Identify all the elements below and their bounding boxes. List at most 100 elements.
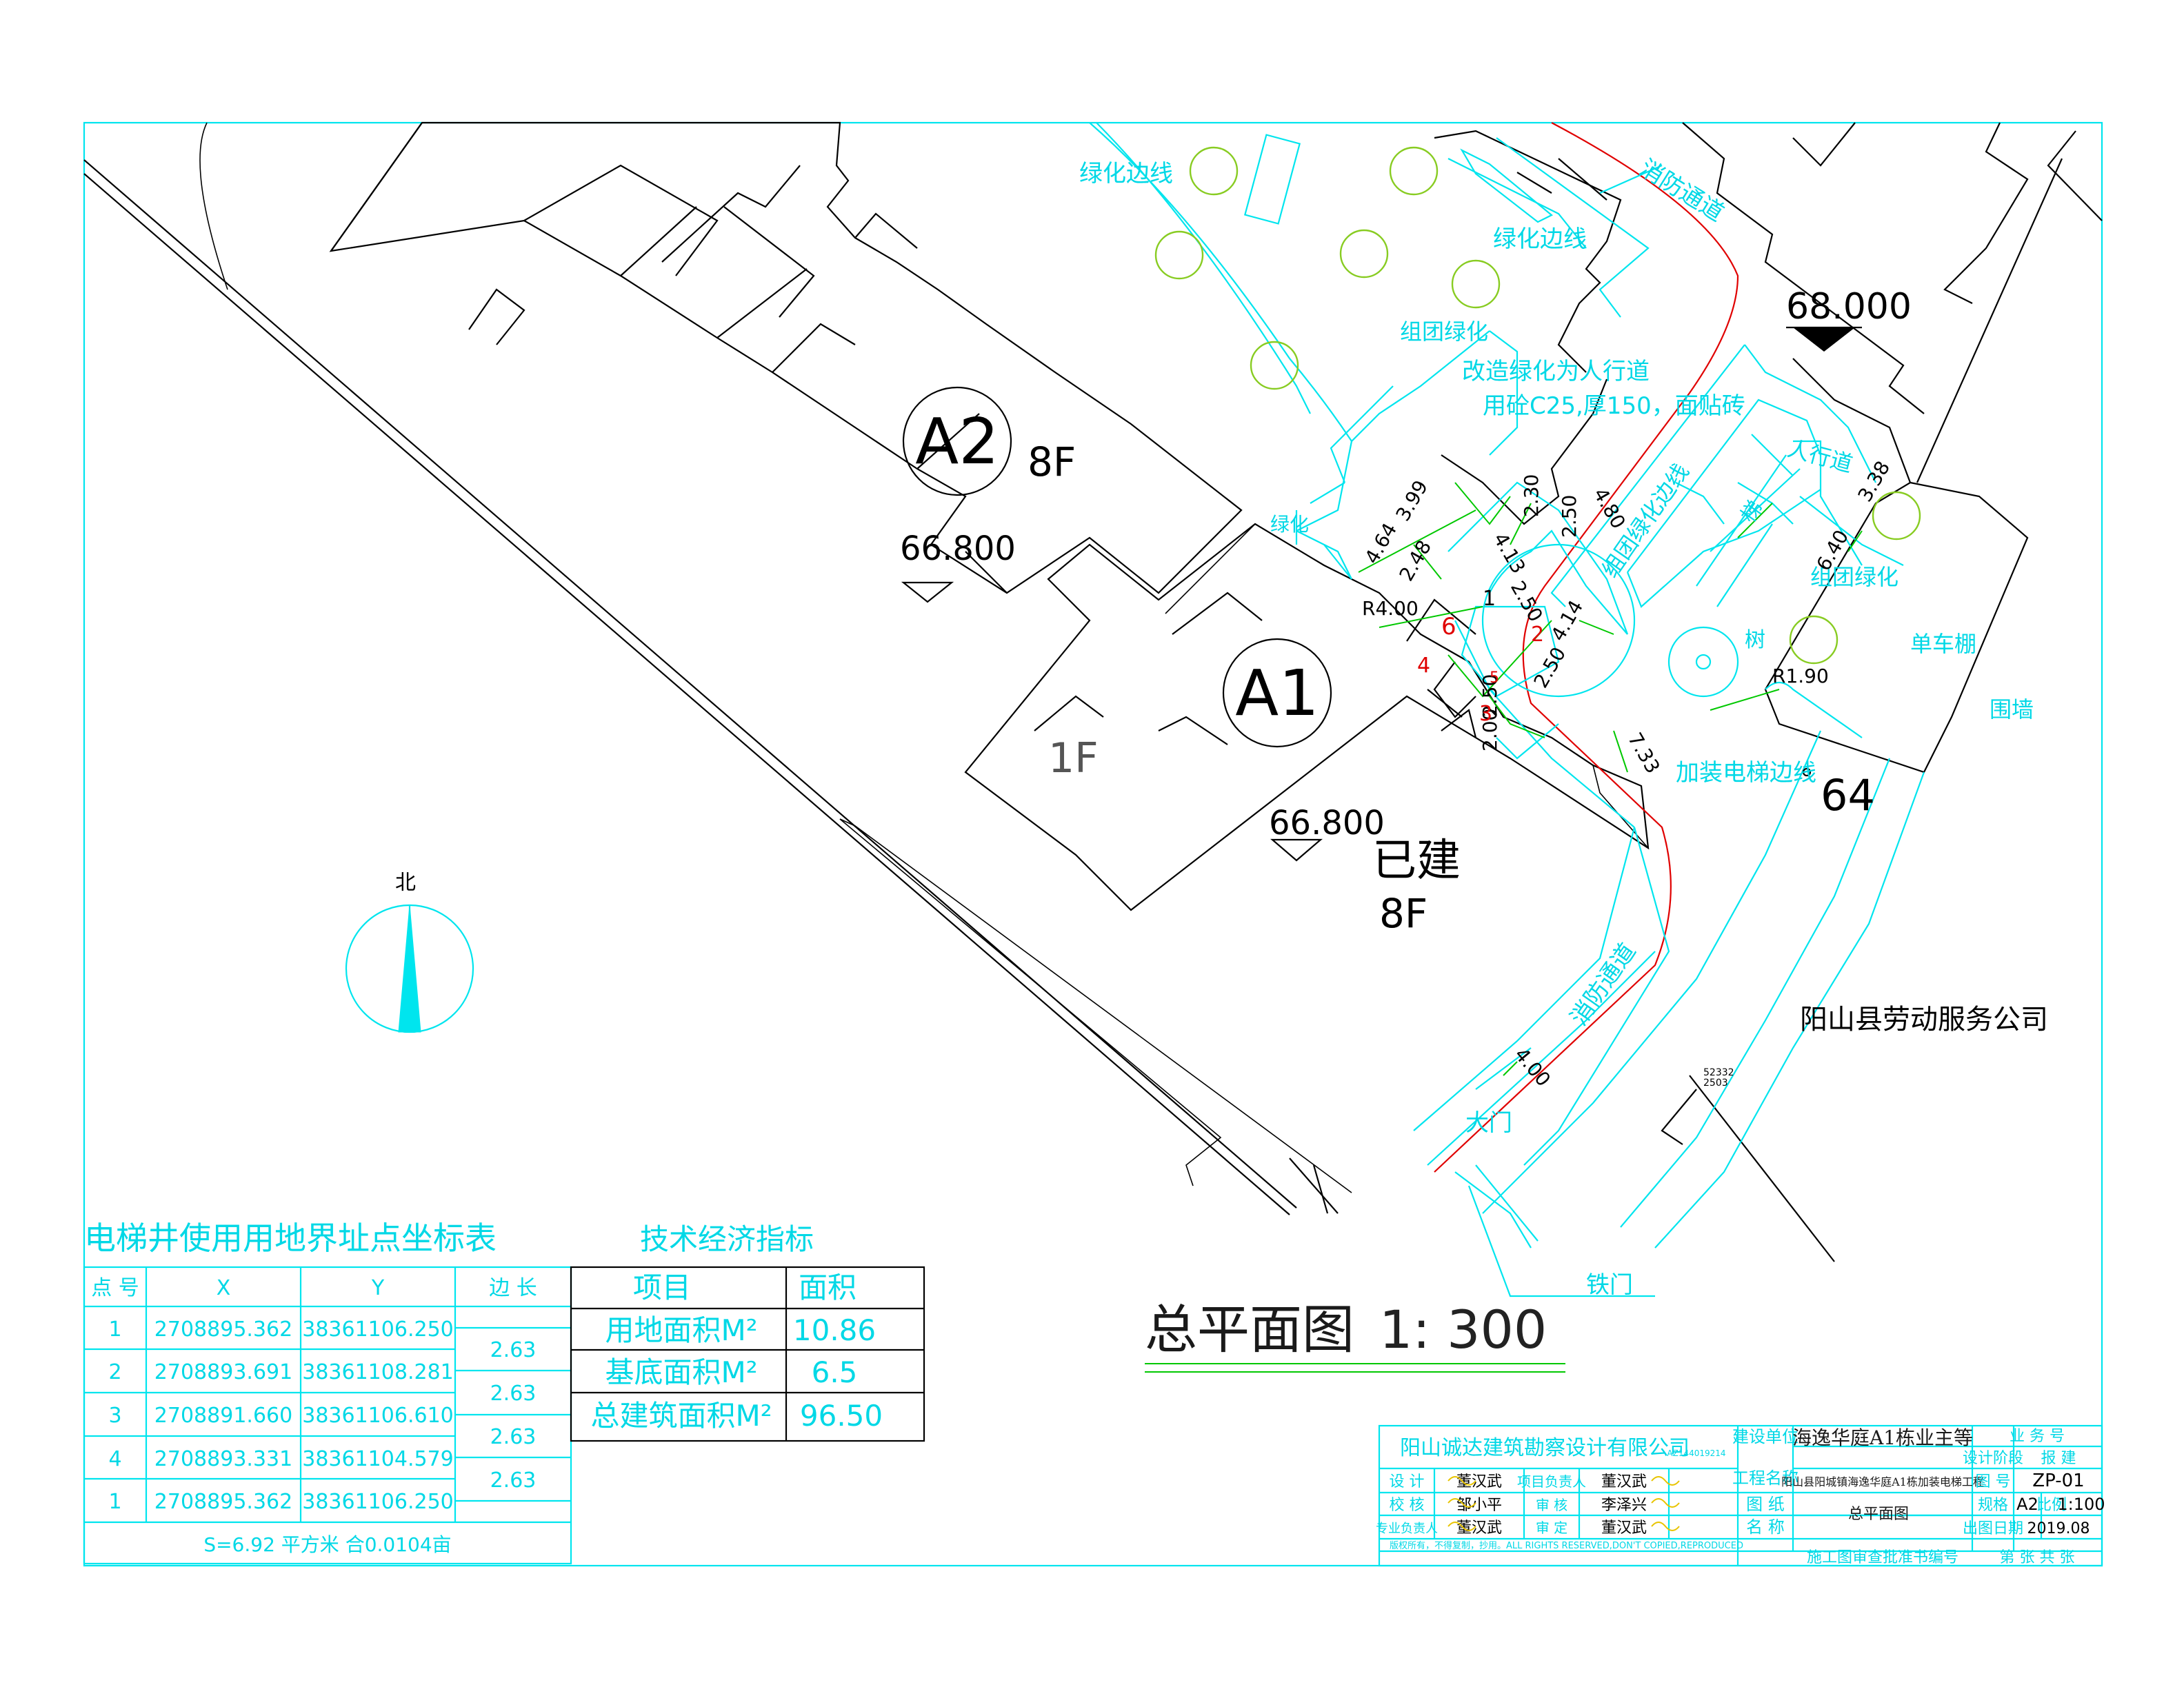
role-name: 李泽兴 [1601, 1497, 1647, 1514]
role-label: 审 定 [1536, 1519, 1567, 1536]
tech-cell: 96.50 [800, 1399, 883, 1433]
coord-cell: 38361106.610 [302, 1404, 454, 1428]
dimension-text: 3.99 [1391, 476, 1432, 525]
dimension-text: 2.00 [1479, 709, 1501, 751]
gate-iron-label: 铁门 [1586, 1271, 1633, 1299]
a2-elevation: 66.800 [900, 529, 1016, 568]
tree-icon [1451, 259, 1501, 309]
a1-elevation: 66.800 [1269, 804, 1385, 842]
tech-header: 面积 [799, 1271, 856, 1304]
fire-lane-label-bottom: 消防通道 [1565, 938, 1642, 1031]
green-edge-label-2: 绿化边线 [1493, 225, 1587, 253]
signature-icon [1651, 1498, 1680, 1508]
sidewalk-note-2: 用砼C25,厚150，面贴砖 [1483, 392, 1745, 420]
role-name: 邹小平 [1456, 1497, 1502, 1514]
coord-cell: 4 [108, 1447, 121, 1471]
coord-cell: 38361106.250 [302, 1317, 454, 1342]
point-number: 2 [1531, 623, 1544, 647]
elevator-shaft [1358, 482, 1863, 1076]
role-label: 审 核 [1536, 1497, 1567, 1513]
project-label: 工程名称 [1732, 1468, 1799, 1488]
coord-cell: 2708895.362 [154, 1317, 292, 1342]
drawing-title: 总平面图 [1145, 1299, 1354, 1360]
coord-header: 点 号 [91, 1276, 139, 1300]
top-elevation: 68.000 [1786, 286, 1912, 327]
sheet-label: 第 张 共 张 [2000, 1549, 2075, 1566]
tree-icon [1189, 146, 1239, 196]
dimension-text: 2.48 [1394, 536, 1436, 585]
size-label: 规格 [1978, 1497, 2008, 1514]
built-floors: 8F [1379, 890, 1427, 937]
elevation-marker-top [1793, 327, 1855, 352]
signature-icon [1447, 1498, 1476, 1508]
coord-table-title: 电梯井使用用地界址点坐标表 [84, 1220, 497, 1257]
coord-cell: 3 [108, 1404, 121, 1428]
tech-cell: 用地面积M² [605, 1313, 757, 1347]
signature-icon [1651, 1476, 1680, 1486]
built-label: 已建 [1372, 836, 1461, 887]
ratio-value: 1:100 [2057, 1495, 2105, 1514]
dimension-text: 2.50 [1479, 674, 1501, 717]
client-name: 海逸华庭A1栋业主等 [1792, 1426, 1973, 1449]
role-label: 专业负责人 [1376, 1522, 1438, 1536]
site-cyan-lines [1295, 164, 1925, 1297]
point-number: 3 [1479, 702, 1492, 726]
coord-cell: 2708891.660 [154, 1404, 292, 1428]
north-compass [345, 904, 474, 1033]
tree-icon [1250, 341, 1299, 390]
coord-cell: 2708893.331 [154, 1447, 292, 1471]
tree-icons [1154, 134, 1921, 665]
green-edge-label-1: 绿化边线 [1079, 160, 1173, 188]
edge-length: 2.63 [490, 1382, 537, 1406]
drawing-scale: 1: 300 [1379, 1299, 1547, 1360]
fire-lane-label-top: 消防通道 [1634, 154, 1729, 228]
design-company: 阳山诚达建筑勘察设计有限公司 [1400, 1436, 1690, 1460]
role-label: 项目负责人 [1517, 1473, 1586, 1490]
green-edge-lines [1089, 122, 1650, 532]
coord-cell: 38361108.281 [302, 1360, 454, 1384]
a2-label: A2 [915, 405, 999, 478]
company-cert: AZ144019214 [1667, 1448, 1725, 1458]
tech-header: 项目 [633, 1271, 691, 1304]
coord-cell: 1 [108, 1317, 121, 1342]
date-label: 出图日期 [1963, 1520, 2023, 1537]
name-label: 名 称 [1746, 1517, 1785, 1537]
coord-header: Y [371, 1276, 385, 1300]
wall-label: 围墙 [1990, 696, 2034, 723]
approval-label: 施工图审查批准书编号 [1807, 1549, 1958, 1566]
bike-shed-label: 单车棚 [1910, 631, 1976, 657]
tree-icon [1339, 229, 1389, 279]
fire-lane-line [1434, 122, 1739, 1173]
tech-cell: 基底面积M² [605, 1355, 757, 1389]
copyright-text: 版权所有，不得复制，抄用。ALL RIGHTS RESERVED,DON'T C… [1390, 1540, 1743, 1551]
drawing-name: 总平面图 [1848, 1506, 1909, 1523]
building-a2-outline [329, 121, 1243, 594]
stage-label: 设计阶段 [1963, 1450, 2023, 1467]
tech-cell: 6.5 [812, 1355, 858, 1389]
dimension-text: 2.50 [1506, 577, 1547, 625]
elevation-marker-a2 [901, 581, 954, 603]
a2-circle [902, 386, 1012, 496]
a1-label: A1 [1235, 656, 1319, 730]
point-number: 6 [1441, 613, 1456, 640]
point-number: 4 [1417, 654, 1430, 678]
role-label: 设 计 [1390, 1473, 1425, 1491]
tech-table: 技术经济指标 项目 面积 用地面积M² 10.86 基底面积M² 6.5 总建筑… [570, 1222, 925, 1442]
small-code-2: 2503 [1703, 1078, 1728, 1089]
specialty-label: 业 务 号 [2010, 1428, 2065, 1445]
gate-main-label: 大门 [1465, 1109, 1512, 1137]
compass-label: 北 [395, 871, 416, 895]
small-code-1: 52332 [1703, 1067, 1734, 1078]
coord-table: 电梯井使用用地界址点坐标表 点 号 X Y 边 长 1 2708895.362 … [83, 1220, 572, 1565]
role-name: 董汉武 [1601, 1519, 1647, 1537]
role-name: 董汉武 [1601, 1473, 1647, 1491]
coord-table-footer: S=6.92 平方米 合0.0104亩 [203, 1533, 451, 1556]
coord-cell: 1 [108, 1490, 121, 1514]
tech-table-title: 技术经济指标 [640, 1222, 814, 1256]
elevation-marker-a1 [1270, 838, 1323, 862]
a1-circle [1222, 638, 1332, 748]
drawing-no-label: 图 号 [1976, 1473, 2011, 1491]
dimension-text: 4.80 [1589, 484, 1630, 532]
title-block: 阳山诚达建筑勘察设计有限公司 AZ144019214 建设单位 海逸华庭A1栋业… [1376, 1424, 2105, 1567]
coord-header: X [217, 1276, 231, 1300]
